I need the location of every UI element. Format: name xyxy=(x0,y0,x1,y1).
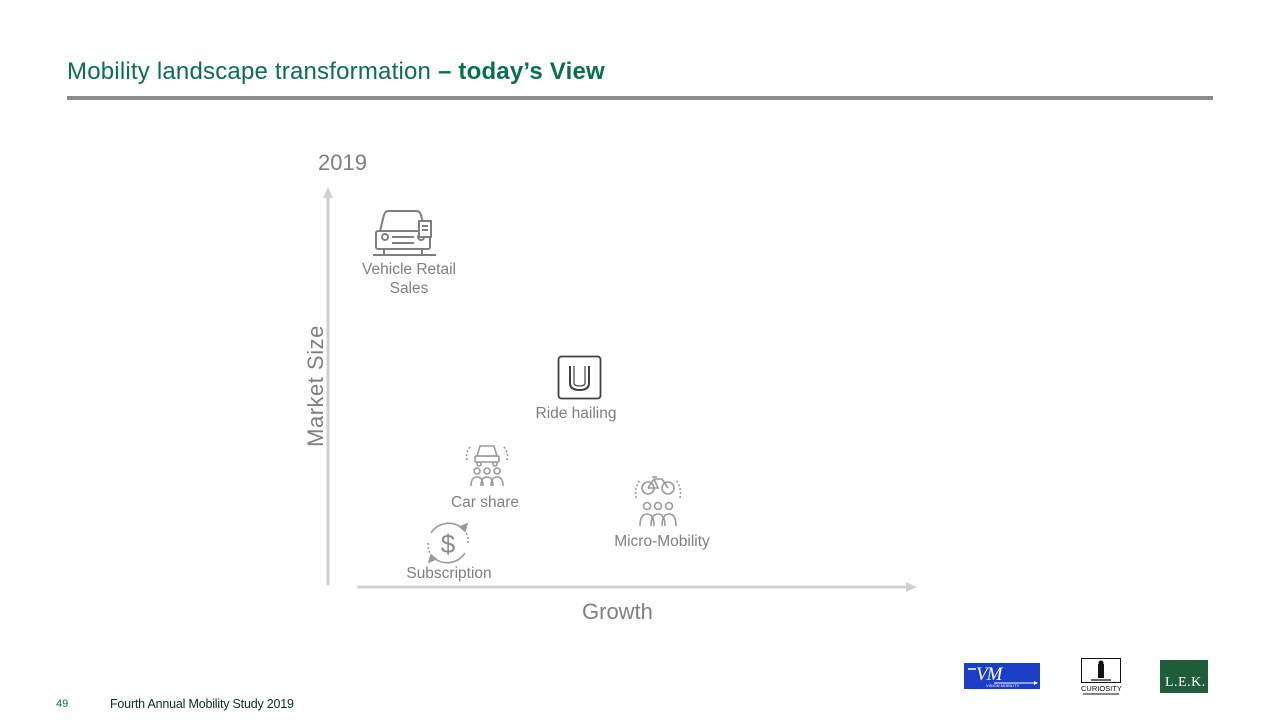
car-dealership-icon xyxy=(373,210,436,256)
curiosity-logo-mark xyxy=(1081,658,1121,695)
vm-logo-text: VM xyxy=(976,664,1002,685)
uber-app-icon xyxy=(557,355,602,400)
vision-mobility-logo: VM VISION MOBILITY xyxy=(964,663,1040,689)
x-axis-arrow xyxy=(357,582,917,592)
item-label-ride-hailing: Ride hailing xyxy=(535,405,617,422)
vm-logo-swoosh xyxy=(968,668,1038,685)
item-label-vehicle-retail-sales: Vehicle Retail Sales xyxy=(362,260,456,298)
y-axis-arrow xyxy=(323,187,333,585)
item-label-subscription: Subscription xyxy=(406,565,492,582)
title-main: Mobility landscape transformation xyxy=(67,58,438,85)
y-axis-label: Market Size xyxy=(303,325,328,447)
title-divider xyxy=(67,96,1213,100)
lek-logo-text: L.E.K. xyxy=(1165,675,1206,690)
title-bold: – today’s View xyxy=(437,58,605,85)
dollar-cycle-icon: $ xyxy=(427,522,469,564)
footer-study-title: Fourth Annual Mobility Study 2019 xyxy=(110,697,294,711)
vm-logo-tagline: VISION MOBILITY xyxy=(986,683,1020,688)
label-line: Sales xyxy=(389,280,429,297)
label-line: Vehicle Retail xyxy=(362,261,456,278)
x-axis-label: Growth xyxy=(582,599,653,624)
item-label-car-share: Car share xyxy=(450,494,520,511)
curiosity-logo: CURIOSITY xyxy=(1081,658,1122,696)
svg-text:$: $ xyxy=(441,529,456,559)
year-label: 2019 xyxy=(318,150,367,175)
item-label-micro-mobility: Micro-Mobility xyxy=(614,533,710,550)
page-number: 49 xyxy=(56,698,69,710)
lek-logo: L.E.K. xyxy=(1160,660,1208,693)
slide-title: Mobility landscape transformation – toda… xyxy=(67,58,605,86)
bike-people-icon xyxy=(634,476,682,527)
curiosity-logo-text: CURIOSITY xyxy=(1081,684,1122,693)
car-share-people-icon xyxy=(465,445,509,487)
